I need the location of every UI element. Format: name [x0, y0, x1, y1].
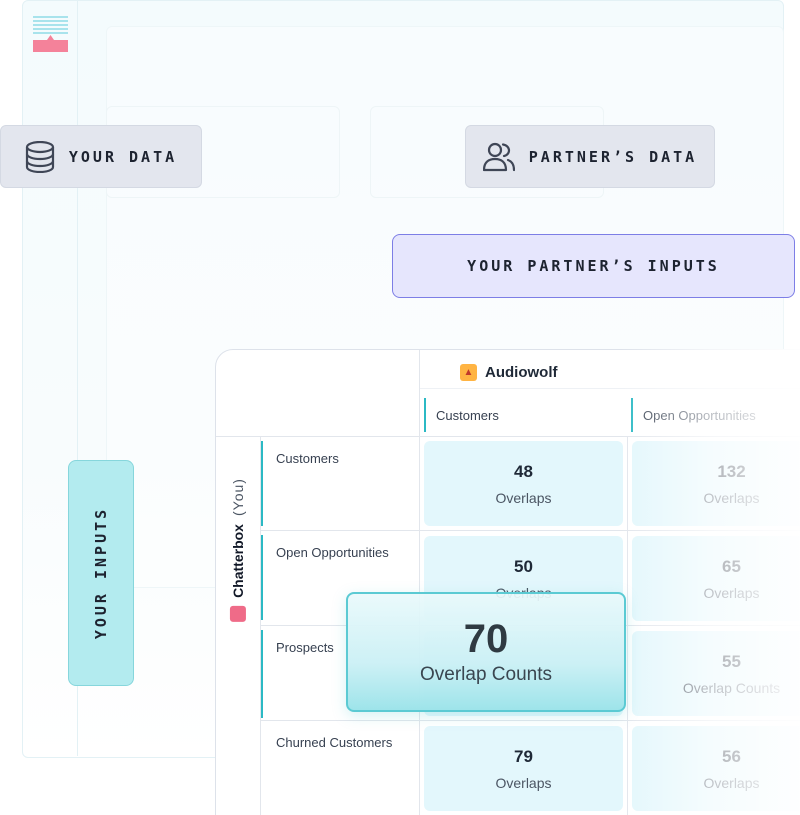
column-header-customers[interactable]: Customers	[424, 398, 624, 432]
overlap-cell[interactable]: 65 Overlaps	[632, 536, 800, 621]
column-label: Open Opportunities	[643, 407, 756, 423]
row-header-churned-customers[interactable]: Churned Customers	[261, 725, 419, 815]
row-accent	[261, 441, 263, 526]
overlap-label: Overlaps	[703, 774, 760, 791]
overlap-label: Overlaps	[495, 774, 552, 791]
you-name: Chatterbox	[230, 524, 247, 598]
overlap-value: 55	[722, 651, 741, 671]
your-data-label: YOUR DATA	[68, 147, 178, 166]
overlap-value: 132	[717, 461, 746, 481]
overlap-cell[interactable]: 132 Overlaps	[632, 441, 800, 526]
partner-inputs-label: YOUR PARTNER’S INPUTS	[467, 257, 720, 275]
overlap-cell[interactable]: 55 Overlap Counts	[632, 631, 800, 716]
partner-logo-icon: ▲	[460, 364, 477, 381]
grid-line	[419, 350, 420, 815]
grid-line	[627, 436, 628, 815]
your-inputs-chip[interactable]: YOUR INPUTS	[68, 460, 134, 686]
overlap-value: 65	[722, 556, 741, 576]
row-label: Churned Customers	[276, 735, 393, 750]
column-accent	[631, 398, 633, 432]
overlap-count-value: 70	[463, 617, 509, 661]
overlap-count-label: Overlap Counts	[419, 664, 552, 685]
row-accent	[261, 630, 263, 718]
partner-data-chip[interactable]: PARTNER’S DATA	[465, 125, 715, 188]
row-accent	[261, 535, 263, 620]
column-header-open-opportunities[interactable]: Open Opportunities	[631, 398, 800, 432]
overlap-value: 56	[722, 746, 741, 766]
overlap-value: 79	[514, 746, 533, 766]
you-logo-icon	[230, 605, 247, 622]
grid-line	[419, 388, 800, 389]
grid-line	[261, 530, 800, 531]
overlap-cell[interactable]: 79 Overlaps	[424, 726, 623, 811]
logo-icon	[33, 16, 68, 52]
grid-line	[216, 436, 800, 437]
row-label: Open Opportunities	[276, 545, 389, 560]
row-label: Customers	[276, 451, 339, 466]
you-tag: (You)	[230, 478, 247, 517]
partner-header: ▲ Audiowolf	[460, 364, 557, 381]
overlap-value: 50	[514, 556, 533, 576]
you-label: Chatterbox (You)	[216, 450, 260, 650]
users-icon	[482, 142, 515, 171]
overlap-label: Overlaps	[703, 584, 760, 601]
row-header-prospects[interactable]: Prospects	[261, 630, 419, 720]
overlap-cell[interactable]: 48 Overlaps	[424, 441, 623, 526]
row-header-customers[interactable]: Customers	[261, 441, 419, 530]
your-data-chip[interactable]: YOUR DATA	[0, 125, 202, 188]
partner-inputs-chip[interactable]: YOUR PARTNER’S INPUTS	[392, 234, 795, 298]
background-divider	[77, 0, 78, 756]
overlap-counts-popout[interactable]: 70 Overlap Counts	[346, 592, 626, 712]
overlap-label: Overlaps	[703, 489, 760, 506]
grid-line	[260, 436, 261, 815]
overlap-matrix: ▲ Audiowolf Customers Open Opportunities…	[215, 349, 800, 815]
grid-line	[261, 720, 800, 721]
partner-name: Audiowolf	[485, 364, 558, 381]
row-header-open-opportunities[interactable]: Open Opportunities	[261, 535, 419, 625]
overlap-label: Overlap Counts	[682, 679, 781, 696]
row-label: Prospects	[276, 640, 334, 655]
database-icon	[25, 140, 54, 173]
overlap-value: 48	[514, 461, 533, 481]
partner-data-label: PARTNER’S DATA	[528, 147, 698, 166]
column-accent	[424, 398, 426, 432]
your-inputs-label: YOUR INPUTS	[92, 506, 110, 640]
column-label: Customers	[436, 407, 499, 423]
overlap-cell[interactable]: 56 Overlaps	[632, 726, 800, 811]
overlap-label: Overlaps	[495, 489, 552, 506]
